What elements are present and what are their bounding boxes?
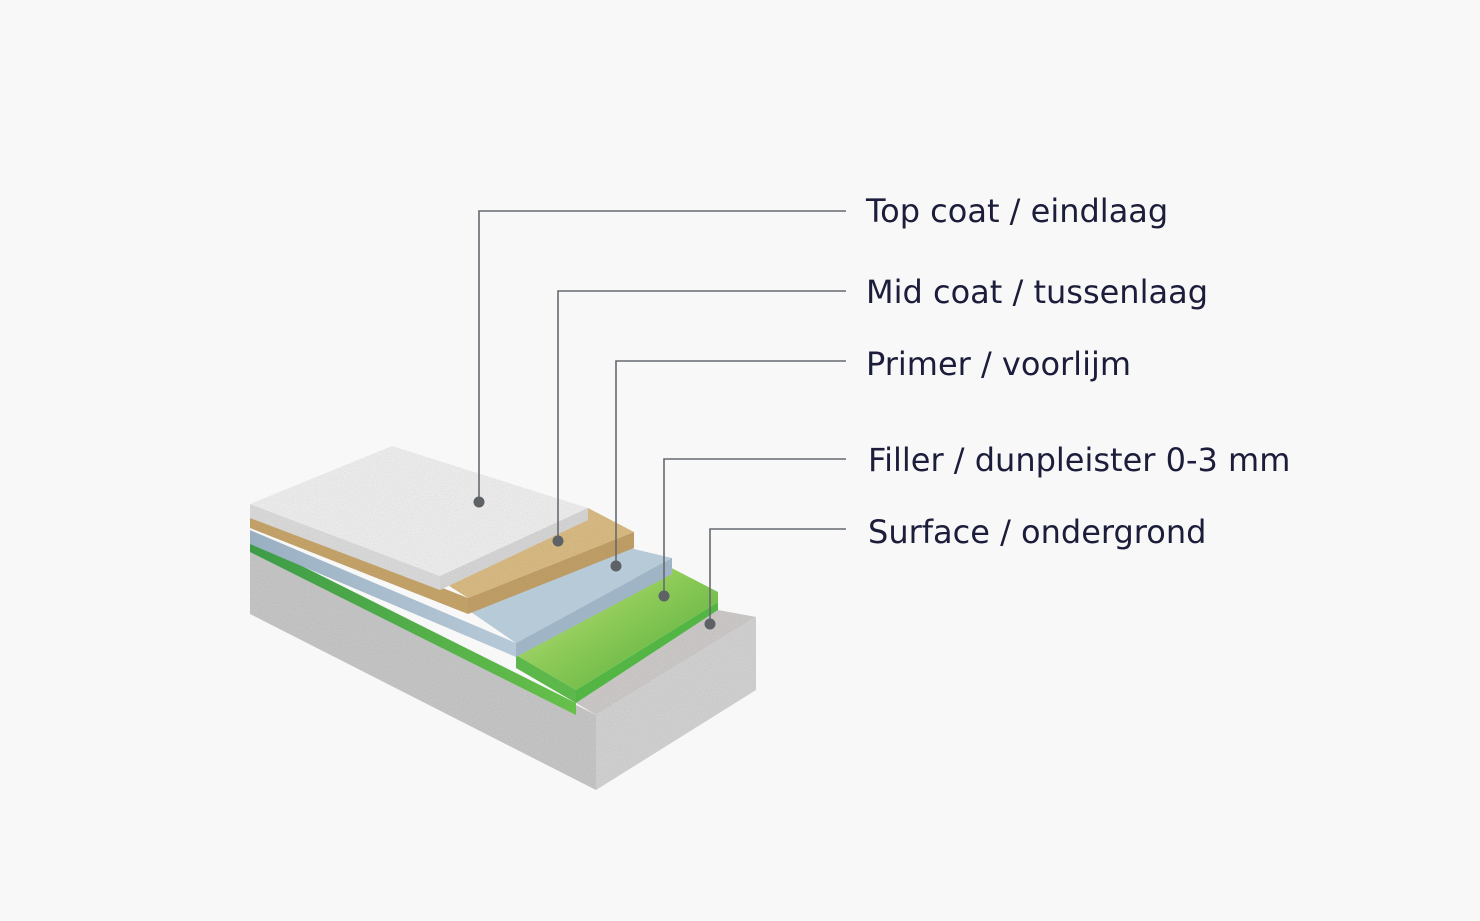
primer-right-face bbox=[516, 558, 672, 657]
layer-labels: Top coat / eindlaag Mid coat / tussenlaa… bbox=[865, 192, 1290, 551]
leader-dot-mid-coat bbox=[552, 535, 564, 547]
leader-line-top-coat bbox=[478, 210, 846, 502]
filler-left-face bbox=[250, 540, 576, 715]
mid-coat-right-face bbox=[468, 532, 634, 614]
top-coat-layer bbox=[250, 446, 588, 590]
leader-lines bbox=[473, 210, 846, 630]
surface-right-face bbox=[596, 617, 756, 790]
filler-front-strip bbox=[516, 655, 576, 703]
label-filler: Filler / dunpleister 0-3 mm bbox=[868, 441, 1290, 479]
top-coat-top-face bbox=[250, 446, 588, 576]
surface-layer bbox=[250, 540, 756, 790]
leader-dot-surface bbox=[704, 618, 716, 630]
leader-line-surface bbox=[709, 528, 846, 624]
top-coat-right-face bbox=[440, 508, 588, 590]
leader-dot-filler bbox=[658, 590, 670, 602]
surface-left-face bbox=[250, 540, 596, 790]
leader-line-primer bbox=[615, 360, 846, 566]
filler-right-face bbox=[576, 602, 718, 703]
primer-top-face bbox=[468, 548, 672, 643]
primer-layer bbox=[250, 530, 672, 657]
leader-dot-top-coat bbox=[473, 496, 485, 508]
top-coat-left-face bbox=[250, 504, 440, 590]
label-top-coat: Top coat / eindlaag bbox=[865, 192, 1168, 230]
primer-left-face bbox=[250, 530, 516, 657]
label-mid-coat: Mid coat / tussenlaag bbox=[866, 273, 1208, 311]
label-surface: Surface / ondergrond bbox=[868, 513, 1206, 551]
leader-line-mid-coat bbox=[557, 290, 846, 541]
surface-top-face bbox=[576, 610, 756, 715]
mid-coat-top-face bbox=[440, 508, 634, 598]
leader-dot-primer bbox=[610, 560, 622, 572]
label-primer: Primer / voorlijm bbox=[866, 345, 1131, 383]
leader-line-filler bbox=[663, 458, 846, 596]
